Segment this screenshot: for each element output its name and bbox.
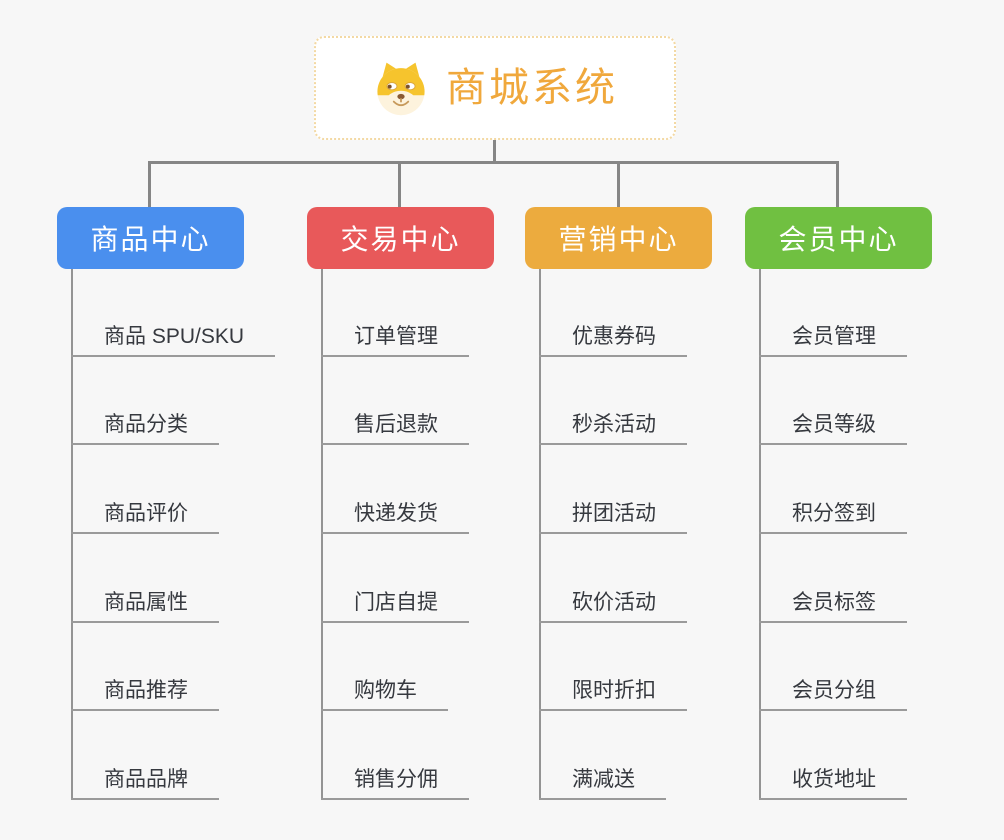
branch-topic-trade-center[interactable]: 交易中心 xyxy=(307,207,494,269)
leaf-topic[interactable]: 快递发货 xyxy=(321,501,469,534)
branch-topic-marketing-center[interactable]: 营销中心 xyxy=(525,207,712,269)
leaf-topic[interactable]: 销售分佣 xyxy=(321,767,469,800)
dog-icon xyxy=(372,59,430,117)
leaf-topic[interactable]: 购物车 xyxy=(321,678,448,711)
leaf-topic[interactable]: 会员分组 xyxy=(759,678,907,711)
leaf-topic[interactable]: 订单管理 xyxy=(321,324,469,357)
connector-drop-3 xyxy=(617,161,620,209)
connector-drop-2 xyxy=(398,161,401,209)
leaf-topic[interactable]: 会员管理 xyxy=(759,324,907,357)
leaf-topic[interactable]: 商品分类 xyxy=(71,412,219,445)
leaf-topic[interactable]: 会员等级 xyxy=(759,412,907,445)
leaf-topic[interactable]: 秒杀活动 xyxy=(539,412,687,445)
root-topic-label: 商城系统 xyxy=(446,66,618,110)
leaf-topic[interactable]: 优惠券码 xyxy=(539,324,687,357)
root-topic[interactable]: 商城系统 xyxy=(314,36,676,140)
leaf-topic[interactable]: 砍价活动 xyxy=(539,590,687,623)
leaf-topic[interactable]: 商品品牌 xyxy=(71,767,219,800)
leaf-topic[interactable]: 会员标签 xyxy=(759,590,907,623)
leaf-topic[interactable]: 售后退款 xyxy=(321,412,469,445)
leaf-topic[interactable]: 商品 SPU/SKU xyxy=(71,324,276,357)
leaf-topic[interactable]: 收货地址 xyxy=(759,767,907,800)
leaf-topic[interactable]: 拼团活动 xyxy=(539,501,687,534)
leaf-topic[interactable]: 积分签到 xyxy=(759,501,907,534)
leaf-topic[interactable]: 门店自提 xyxy=(321,590,469,623)
connector-drop-1 xyxy=(148,161,151,209)
leaf-topic[interactable]: 商品推荐 xyxy=(71,678,219,711)
connector-root-drop xyxy=(493,140,496,164)
leaf-topic[interactable]: 满减送 xyxy=(539,767,666,800)
connector-bus xyxy=(148,161,839,164)
branch-topic-product-center[interactable]: 商品中心 xyxy=(57,207,244,269)
leaf-topic[interactable]: 商品评价 xyxy=(71,501,219,534)
leaf-topic[interactable]: 商品属性 xyxy=(71,590,219,623)
connector-drop-4 xyxy=(836,161,839,209)
leaf-topic[interactable]: 限时折扣 xyxy=(539,678,687,711)
branch-topic-member-center[interactable]: 会员中心 xyxy=(745,207,932,269)
